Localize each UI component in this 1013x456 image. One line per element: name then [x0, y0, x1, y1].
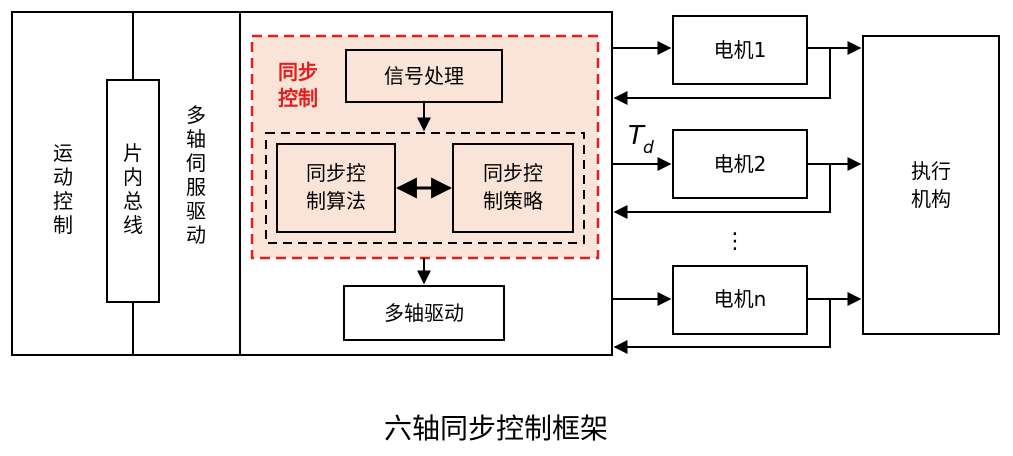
- sync-algorithm-box: [276, 143, 396, 233]
- actuator-label-line1: 执行: [911, 159, 951, 183]
- onchip-bus-label: 片 内 总 线: [123, 141, 143, 237]
- sync-strategy-label-line2: 制策略: [483, 189, 543, 213]
- controller-frame: [11, 11, 613, 356]
- multi-axis-drive-box: [343, 285, 505, 341]
- sync-algorithm-label-line2: 制算法: [306, 189, 366, 213]
- onchip-bus-box: [106, 79, 160, 303]
- actuator-label-line2: 机构: [911, 187, 951, 211]
- servo-char-4: 服: [186, 175, 206, 199]
- multi-axis-drive-label: 多轴驱动: [384, 301, 464, 325]
- sync-strategy-label-line1: 同步控: [483, 161, 543, 185]
- signal-processing-box: [345, 49, 503, 103]
- onchip-bus-char-2: 内: [123, 165, 143, 189]
- servo-char-5: 驱: [186, 199, 206, 223]
- sync-inner-group: [265, 132, 585, 244]
- feedback-motor-n: [613, 299, 831, 354]
- onchip-bus-char-1: 片: [123, 141, 143, 165]
- diagram-caption: 六轴同步控制框架: [384, 412, 608, 445]
- sync-region-label-line2: 控制: [278, 86, 318, 110]
- servo-char-1: 多: [186, 103, 206, 127]
- motion-control-char-2: 动: [53, 165, 73, 189]
- motor-n-label: 电机n: [714, 287, 767, 311]
- motor-1-box: [672, 15, 808, 85]
- motion-control-char-4: 制: [53, 213, 73, 237]
- motion-control-label: 运 动 控 制: [53, 141, 73, 237]
- onchip-bus-char-3: 总: [123, 189, 143, 213]
- disturbance-symbol: T: [628, 121, 646, 151]
- sync-strategy-box: [452, 143, 574, 233]
- motor-2-label: 电机2: [714, 152, 767, 176]
- sync-region-label-line1: 同步: [278, 60, 318, 84]
- motor-ellipsis: ⋮: [724, 229, 746, 254]
- feedback-motor-1: [613, 48, 831, 105]
- motor-1-label: 电机1: [714, 38, 767, 62]
- motion-control-char-3: 控: [53, 189, 73, 213]
- servo-char-3: 伺: [186, 151, 206, 175]
- feedback-motor-2: [613, 164, 831, 219]
- disturbance-subscript: d: [643, 138, 654, 158]
- servo-char-6: 动: [186, 223, 206, 247]
- multi-axis-servo-label: 多 轴 伺 服 驱 动: [186, 103, 206, 247]
- motor-n-box: [672, 265, 808, 335]
- actuator-box: [862, 35, 1000, 335]
- motion-control-char-1: 运: [53, 141, 73, 165]
- signal-processing-label: 信号处理: [384, 64, 464, 88]
- sync-algorithm-label-line1: 同步控: [306, 161, 366, 185]
- onchip-bus-char-4: 线: [123, 213, 143, 237]
- servo-char-2: 轴: [186, 127, 206, 151]
